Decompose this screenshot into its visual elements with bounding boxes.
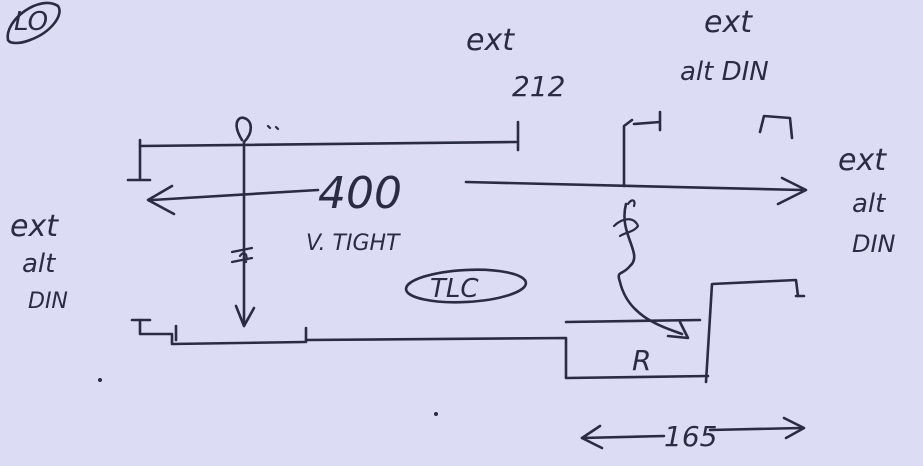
tlc-text: TLC <box>430 274 479 304</box>
corner-label-text: LO <box>14 7 48 37</box>
label-ext-212: ext <box>466 23 515 58</box>
label-din-right: DIN <box>852 230 896 258</box>
lower-kerb <box>130 278 806 384</box>
upper-right-stubs <box>622 110 794 188</box>
tlc-marker: TLC <box>404 268 528 304</box>
label-165: 165 <box>664 420 717 453</box>
label-alt-right: alt <box>852 189 886 219</box>
label-212: 212 <box>512 70 565 103</box>
upper-kerb <box>126 120 520 182</box>
label-r: R <box>632 344 651 377</box>
left-exit-arrow <box>146 184 320 216</box>
curved-arrow-to-r <box>612 199 690 340</box>
label-alt-left: alt <box>22 249 56 279</box>
label-ext-left: ext <box>10 209 59 244</box>
right-exit-arrow <box>464 176 808 206</box>
label-ext-top-right: ext <box>704 5 753 40</box>
vertical-dimension <box>230 116 280 328</box>
label-400: 400 <box>318 168 402 219</box>
label-v-tight: V. TIGHT <box>306 231 401 256</box>
ink-dot <box>434 412 438 416</box>
dimension-165 <box>580 416 806 450</box>
label-din-left: DIN <box>28 289 68 314</box>
ink-dot <box>98 378 102 382</box>
circled-corner-label: LO <box>6 1 61 45</box>
label-ext-right: ext <box>838 143 887 178</box>
label-alt-din-top: alt DIN <box>680 57 769 87</box>
